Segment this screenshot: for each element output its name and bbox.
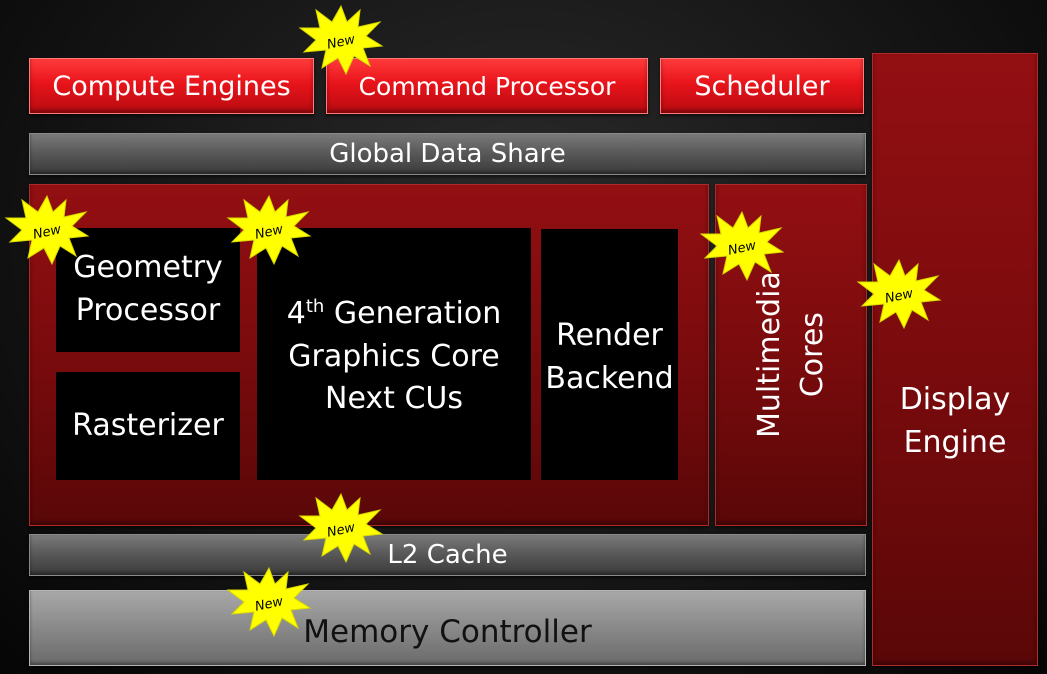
new-badge-geometry-processor: New (4, 194, 90, 266)
new-badge-text: New (254, 594, 285, 615)
compute-units-label: 4th Generation Graphics Core Next CUs (286, 296, 502, 417)
new-badge-command-processor: New (298, 4, 384, 76)
render-backend-label: Render Backend (545, 317, 674, 396)
geometry-processor-block: Geometry Processor (56, 228, 240, 352)
new-badge-l2-cache: New (298, 492, 384, 564)
rasterizer-label: Rasterizer (72, 407, 224, 443)
command-processor-block: Command Processor (326, 58, 648, 114)
render-backend-block: Render Backend (541, 229, 678, 480)
multimedia-cores-label: Multimedia Cores (751, 271, 829, 439)
compute-units-block: 4th Generation Graphics Core Next CUs (257, 228, 531, 480)
new-badge-text: New (326, 520, 357, 541)
scheduler-block: Scheduler (660, 58, 864, 114)
global-data-share-label: Global Data Share (329, 139, 566, 169)
memory-controller-label: Memory Controller (303, 614, 592, 650)
command-processor-label: Command Processor (358, 71, 616, 101)
new-badge-text: New (727, 238, 758, 259)
new-badge-text: New (32, 222, 63, 243)
new-badge-compute-units: New (226, 194, 312, 266)
new-badge-display-engine: New (856, 258, 942, 330)
geometry-processor-label: Geometry Processor (73, 250, 223, 328)
global-data-share-bar: Global Data Share (29, 133, 866, 175)
display-engine-block: Display Engine (872, 53, 1038, 666)
new-badge-text: New (326, 32, 357, 53)
compute-engines-block: Compute Engines (29, 58, 314, 114)
new-badge-multimedia-cores: New (699, 210, 785, 282)
new-badge-text: New (884, 286, 915, 307)
display-engine-label: Display Engine (899, 382, 1011, 460)
compute-engines-label: Compute Engines (52, 70, 291, 102)
l2-cache-bar: L2 Cache (29, 534, 866, 576)
new-badge-text: New (254, 222, 285, 243)
scheduler-label: Scheduler (694, 70, 830, 102)
l2-cache-label: L2 Cache (387, 540, 508, 570)
new-badge-memory-controller: New (226, 566, 312, 638)
rasterizer-block: Rasterizer (56, 372, 240, 480)
memory-controller-bar: Memory Controller (29, 590, 866, 666)
